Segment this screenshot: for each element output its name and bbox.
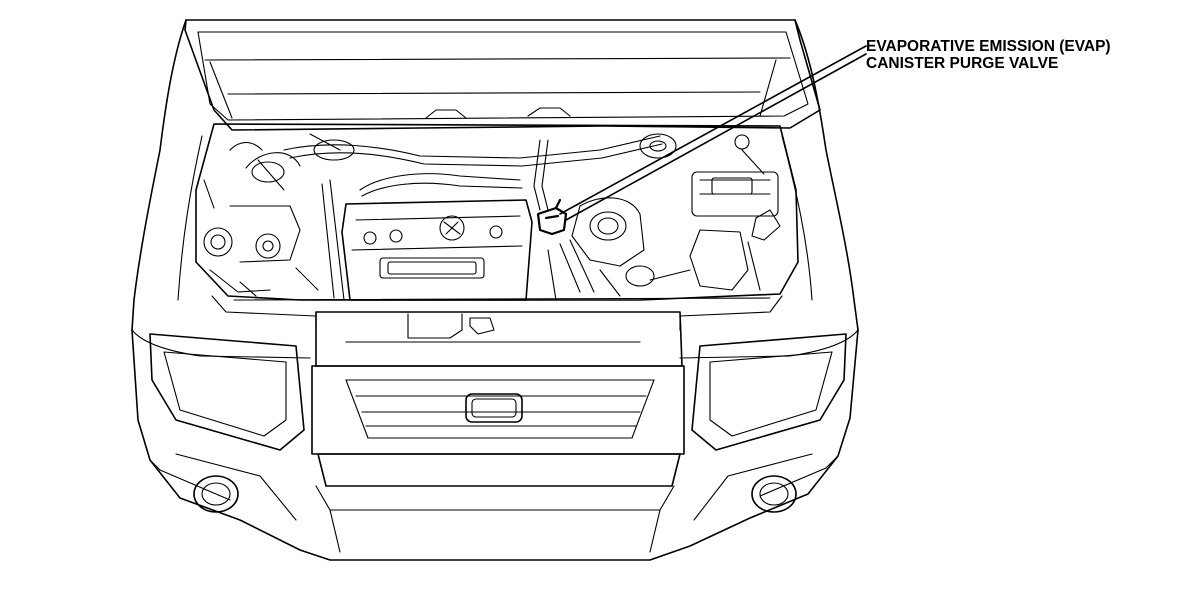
callout-label: EVAPORATIVE EMISSION (EVAP) CANISTER PUR… xyxy=(866,38,1111,72)
body-outline xyxy=(131,19,859,561)
front-fascia xyxy=(149,311,847,553)
engine-components xyxy=(203,133,781,301)
callout-label-line2: CANISTER PURGE VALVE xyxy=(866,55,1059,72)
engine-bay xyxy=(195,123,799,331)
callout-leader-line xyxy=(559,45,867,221)
open-hood xyxy=(184,19,821,131)
callout-label-line1: EVAPORATIVE EMISSION (EVAP) xyxy=(866,38,1111,55)
